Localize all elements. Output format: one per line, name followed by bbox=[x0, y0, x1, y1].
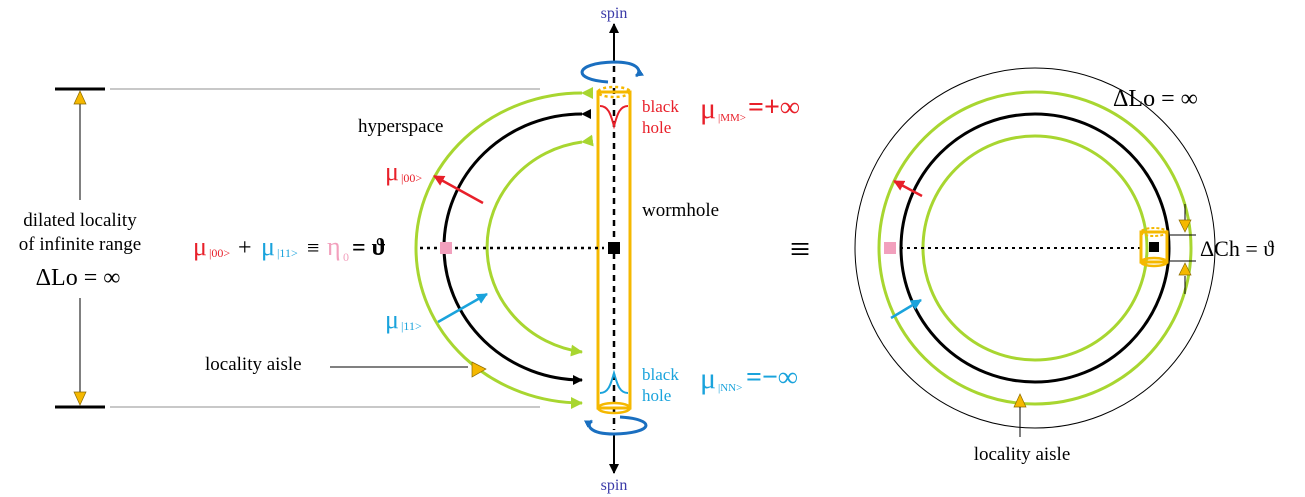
black-hole-bottom-icon bbox=[599, 369, 629, 394]
svg-text:μ: μ bbox=[700, 92, 716, 125]
delta-lo-left-label: ΔLo = ∞ bbox=[36, 265, 121, 291]
svg-text:μ: μ bbox=[261, 232, 275, 261]
center-equation: μ |00> + μ |11> ≡ η 0 = ϑ bbox=[193, 232, 386, 264]
outer-thin-circle bbox=[854, 67, 1216, 429]
svg-text:|00>: |00> bbox=[209, 246, 230, 260]
svg-text:0: 0 bbox=[343, 250, 349, 264]
outer-green-circle bbox=[877, 90, 1193, 406]
mu-nn-equation: μ |NN> =−∞ bbox=[700, 362, 798, 395]
svg-text:|11>: |11> bbox=[277, 246, 298, 260]
svg-text:|NN>: |NN> bbox=[718, 382, 742, 394]
mu11-arrow bbox=[437, 292, 488, 324]
center-square-right bbox=[1149, 242, 1159, 252]
svg-text:≡: ≡ bbox=[307, 235, 319, 260]
inner-green-arc bbox=[485, 134, 594, 357]
black-hole-top-line2: hole bbox=[642, 118, 671, 137]
svg-text:μ: μ bbox=[700, 362, 716, 395]
svg-text:|11>: |11> bbox=[401, 319, 422, 333]
locality-aisle-right-marker bbox=[1013, 393, 1027, 408]
black-hole-top-line1: black bbox=[642, 97, 679, 116]
dimension-arrow-bottom bbox=[73, 391, 87, 406]
mu00-arrow-right bbox=[893, 179, 923, 198]
svg-text:η: η bbox=[327, 232, 341, 261]
svg-text:μ: μ bbox=[193, 232, 207, 261]
black-hole-bottom-line1: black bbox=[642, 365, 679, 384]
spin-top-label: spin bbox=[601, 5, 628, 22]
mu11-label: μ |11> bbox=[385, 305, 422, 334]
locality-aisle-right-label: locality aisle bbox=[974, 444, 1071, 465]
svg-text:=−∞: =−∞ bbox=[746, 362, 798, 393]
dimension-arrow-top bbox=[73, 90, 87, 105]
locality-aisle-marker bbox=[471, 361, 487, 378]
locality-aisle-left: locality aisle bbox=[205, 354, 468, 375]
center-square bbox=[608, 242, 620, 254]
svg-text:|00>: |00> bbox=[401, 171, 422, 185]
spin-bottom-rotation-icon bbox=[583, 415, 648, 436]
hyperspace-label: hyperspace bbox=[358, 116, 443, 137]
outer-green-arc bbox=[414, 86, 594, 409]
mu11-arrow-right bbox=[890, 298, 922, 320]
spin-bottom-label: spin bbox=[601, 477, 628, 494]
pink-square-right bbox=[884, 242, 896, 254]
left-dimension: dilated locality of infinite range ΔLo =… bbox=[19, 87, 540, 409]
mu00-label: μ |00> bbox=[385, 157, 422, 186]
delta-ch-arrow-top bbox=[1178, 219, 1192, 233]
svg-text:|MM>: |MM> bbox=[718, 112, 746, 124]
black-hole-top-icon bbox=[599, 105, 629, 130]
spin-top-rotation-icon bbox=[580, 60, 645, 84]
svg-text:μ: μ bbox=[385, 157, 399, 186]
wormhole-label: wormhole bbox=[642, 200, 719, 221]
delta-lo-right-label: ΔLo = ∞ bbox=[1113, 86, 1198, 112]
mu-mm-equation: μ |MM> =+∞ bbox=[700, 92, 800, 125]
equivalence-sign: ≡ bbox=[790, 229, 810, 269]
delta-ch-label: ΔCh = ϑ bbox=[1200, 236, 1274, 261]
delta-ch-arrow-bottom bbox=[1178, 262, 1192, 276]
wormhole-tube bbox=[596, 85, 632, 415]
black-hole-bottom-line2: hole bbox=[642, 386, 671, 405]
right-diagram: ΔCh = ϑ locality aisle ΔLo = ∞ bbox=[854, 67, 1274, 465]
locality-aisle-left-label: locality aisle bbox=[205, 354, 302, 375]
svg-text:= ϑ: = ϑ bbox=[352, 235, 386, 261]
svg-text:+: + bbox=[238, 235, 252, 261]
infinite-range-label: of infinite range bbox=[19, 234, 141, 255]
svg-text:=+∞: =+∞ bbox=[748, 92, 800, 123]
mu00-arrow bbox=[433, 174, 484, 205]
dilated-locality-label: dilated locality bbox=[23, 210, 137, 231]
pink-square bbox=[440, 242, 452, 254]
svg-text:μ: μ bbox=[385, 305, 399, 334]
